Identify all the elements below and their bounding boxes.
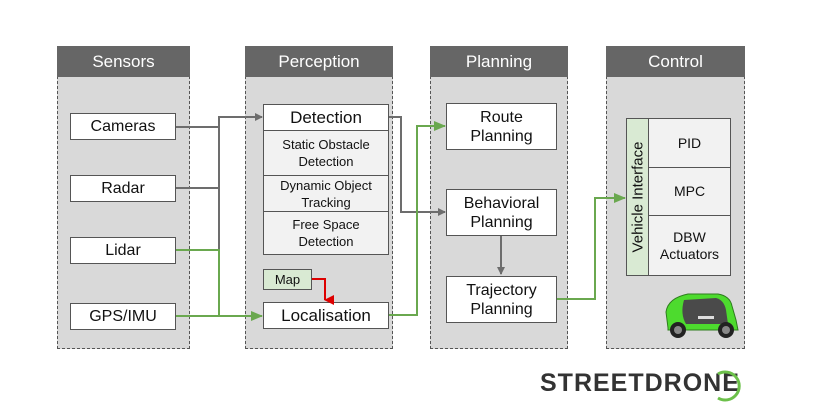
sensors-header: Sensors — [57, 46, 190, 77]
wire-localisation-route — [389, 121, 446, 316]
wire-bus-detection — [218, 113, 263, 250]
map-box: Map — [263, 269, 312, 290]
wire-detection-behavioral — [389, 116, 446, 216]
streetdrone-logo: STREETDRONE — [540, 369, 740, 398]
dynamic-object-tracking-box: Dynamic Object Tracking — [263, 175, 389, 212]
logo-ring-icon — [717, 370, 741, 402]
mpc-box: MPC — [648, 167, 731, 216]
route-planning-box: Route Planning — [446, 103, 557, 150]
perception-header: Perception — [245, 46, 393, 77]
control-header: Control — [606, 46, 745, 77]
vehicle-image — [665, 293, 739, 338]
gps-imu-box: GPS/IMU — [70, 303, 176, 330]
pid-box: PID — [648, 118, 731, 168]
localisation-box: Localisation — [263, 302, 389, 329]
dbw-actuators-box: DBW Actuators — [648, 215, 731, 276]
static-obstacle-detection-box: Static Obstacle Detection — [263, 130, 389, 176]
planning-header: Planning — [430, 46, 568, 77]
behavioral-planning-box: Behavioral Planning — [446, 189, 557, 236]
trajectory-planning-box: Trajectory Planning — [446, 276, 557, 323]
detection-box: Detection — [263, 104, 389, 131]
free-space-detection-box: Free Space Detection — [263, 211, 389, 255]
wire-lidar-localisation — [176, 249, 220, 316]
wire-trajectory-vehicle — [557, 193, 626, 300]
radar-box: Radar — [70, 175, 176, 202]
lidar-box: Lidar — [70, 237, 176, 264]
logo-text: STREETDRONE — [540, 369, 740, 397]
cameras-box: Cameras — [70, 113, 176, 140]
wire-map-localisation — [312, 278, 334, 305]
